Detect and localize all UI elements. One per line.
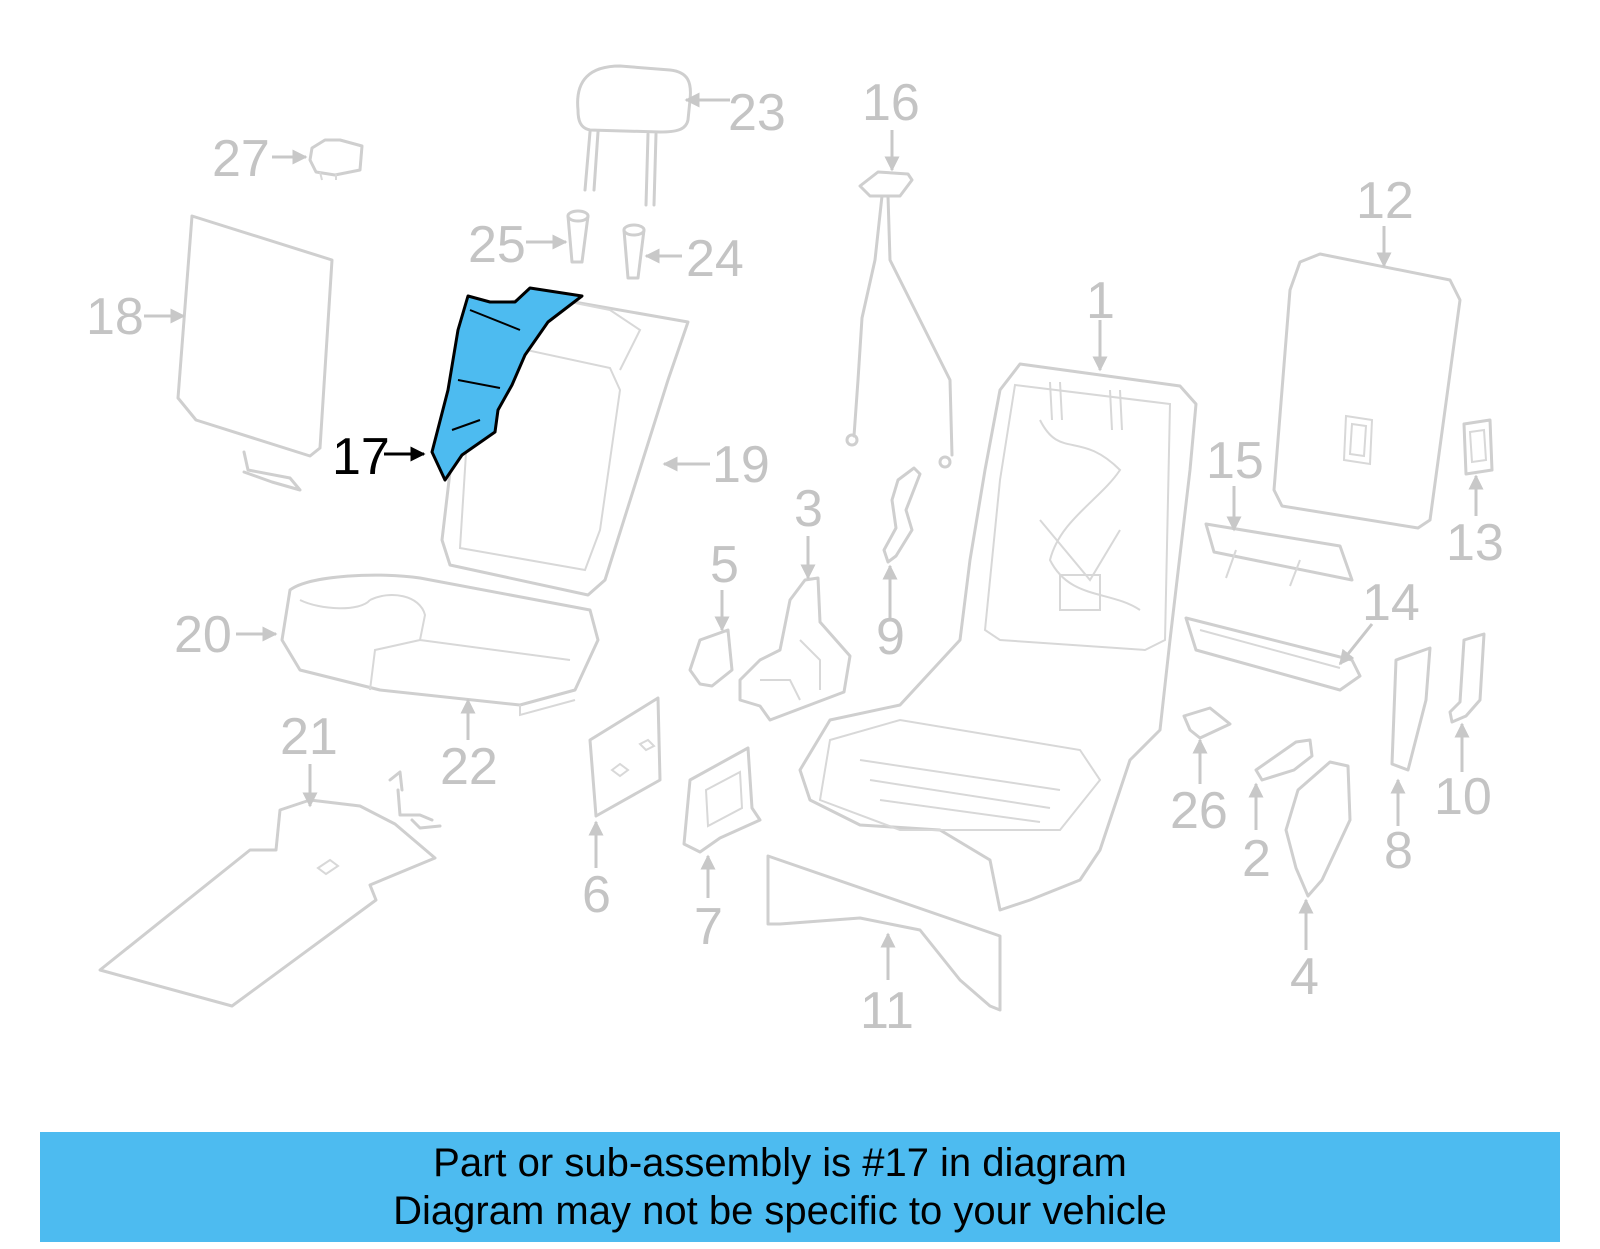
parts-diagram: 1 2 3 4 5 6 7 8 9 10 11 12 13 14 15 16 1…: [86, 64, 1504, 1040]
part-18-back-panel: [176, 214, 334, 492]
part-13-latch: [1462, 418, 1494, 476]
part-16-belt-buckle: [845, 170, 954, 469]
part-17-highlighted[interactable]: [430, 286, 584, 482]
callout-15: 15: [1206, 432, 1264, 490]
callout-17: 17: [332, 428, 390, 486]
part-11-lower-trim: [766, 854, 1002, 1012]
callout-10: 10: [1434, 768, 1492, 826]
callout-24: 24: [686, 230, 744, 288]
info-banner: Part or sub-assembly is #17 in diagram D…: [40, 1132, 1560, 1242]
part-7-bracket: [682, 746, 762, 854]
part-3-bracket: [738, 576, 852, 722]
part-4-cover: [1284, 760, 1352, 898]
callout-21: 21: [280, 708, 338, 766]
callout-27: 27: [212, 130, 270, 188]
part-14-rail: [1184, 616, 1362, 692]
part-9-bracket: [882, 466, 922, 564]
callout-22: 22: [440, 738, 498, 796]
part-10-trim: [1448, 632, 1486, 724]
callout-16: 16: [862, 74, 920, 132]
callout-23: 23: [728, 84, 786, 142]
part-1-seat-frame: [798, 362, 1198, 912]
part-20-cushion: [280, 573, 600, 717]
callout-4: 4: [1290, 948, 1319, 1006]
part-5-bracket: [688, 628, 734, 688]
callout-20: 20: [174, 606, 232, 664]
callout-7: 7: [694, 898, 723, 956]
part-23-headrest: [576, 64, 692, 207]
part-15-rail: [1204, 522, 1354, 587]
callout-19: 19: [712, 436, 770, 494]
callout-1: 1: [1086, 272, 1115, 330]
callout-5: 5: [710, 536, 739, 594]
callout-11: 11: [860, 982, 914, 1040]
callout-18: 18: [86, 288, 144, 346]
callout-2: 2: [1242, 830, 1271, 888]
callout-25: 25: [468, 216, 526, 274]
callout-13: 13: [1446, 514, 1504, 572]
callout-14: 14: [1362, 574, 1420, 632]
banner-line-part: Part or sub-assembly is #17 in diagram: [433, 1141, 1127, 1185]
part-2-handle: [1254, 738, 1314, 782]
callout-6: 6: [582, 866, 611, 924]
part-6-panel: [588, 696, 662, 818]
part-25-guide: [566, 209, 590, 264]
callout-9: 9: [876, 608, 905, 666]
banner-line-disclaimer: Diagram may not be specific to your vehi…: [393, 1189, 1167, 1233]
part-26-clip: [1182, 706, 1232, 740]
lead-lines: [144, 92, 1484, 980]
callout-labels: 1 2 3 4 5 6 7 8 9 10 11 12 13 14 15 16 1…: [86, 74, 1504, 1040]
callout-26: 26: [1170, 782, 1228, 840]
callout-3: 3: [794, 480, 823, 538]
part-21-floor-mat: [98, 770, 442, 1008]
part-24-guide: [622, 223, 646, 280]
callout-8: 8: [1384, 822, 1413, 880]
part-12-back-panel: [1272, 252, 1462, 530]
callout-12: 12: [1356, 172, 1414, 230]
part-27-latch: [308, 138, 364, 181]
part-8-trim: [1390, 646, 1432, 772]
